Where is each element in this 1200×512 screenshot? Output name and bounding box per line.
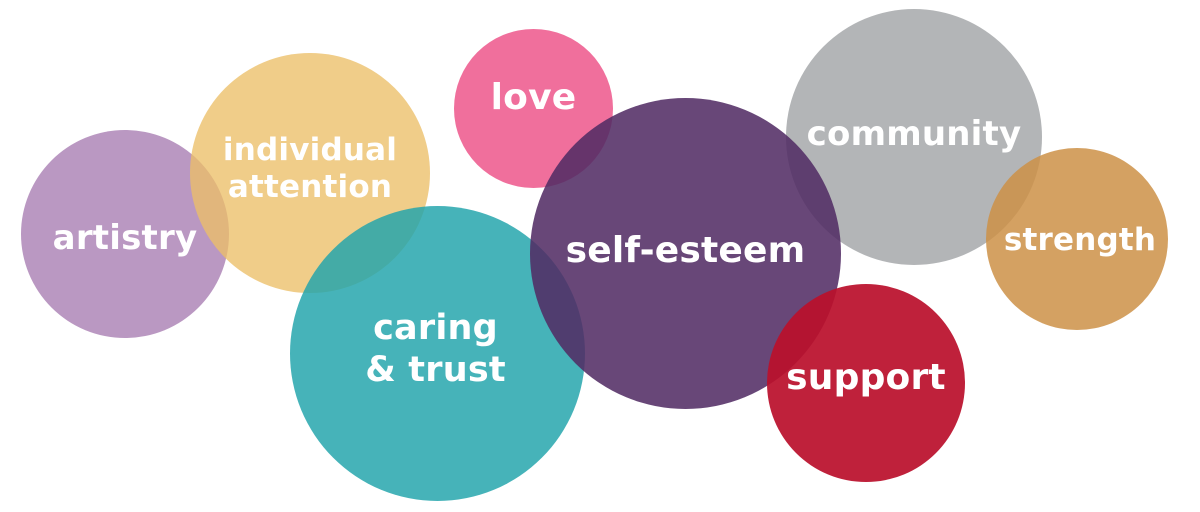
bubble-label-line: individual — [222, 132, 398, 169]
bubble-label-individual-attention: individual attention — [223, 132, 397, 205]
bubble-label-support: support — [786, 356, 946, 398]
bubble-support: support — [767, 284, 965, 482]
bubble-label-artistry: artistry — [52, 217, 198, 258]
bubble-label-line: caring — [373, 308, 498, 349]
bubble-label-community: community — [806, 113, 1022, 154]
bubble-label-strength: strength — [1003, 221, 1157, 258]
bubble-label-love: love — [490, 77, 577, 119]
bubble-strength: strength — [986, 148, 1168, 330]
bubble-label-line: & trust — [365, 349, 506, 390]
bubble-label-self-esteem: self-esteem — [565, 230, 806, 272]
bubble-label-caring-trust: caring & trust — [365, 308, 506, 391]
bubble-label-line: attention — [227, 169, 393, 205]
